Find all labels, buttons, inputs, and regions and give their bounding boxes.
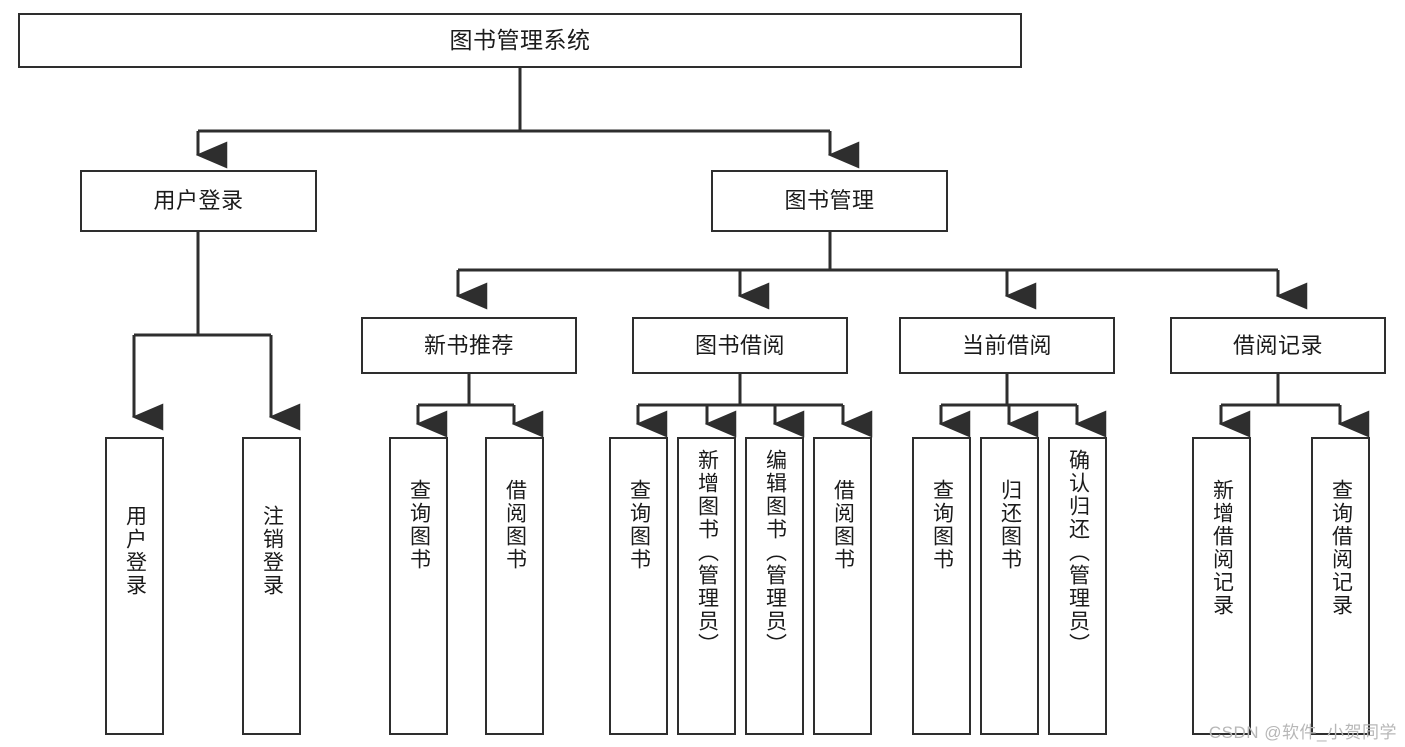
node-leaf-logout-label: 注销登录 bbox=[260, 505, 284, 597]
node-book-manage-label: 图书管理 bbox=[784, 188, 875, 214]
book-borrow-to-leaves-edges bbox=[635, 374, 873, 438]
node-leaf-query-book-1[interactable]: 查询图书 bbox=[389, 437, 448, 735]
node-leaf-borrow-book-2[interactable]: 借阅图书 bbox=[813, 437, 872, 735]
node-book-borrow-label: 图书借阅 bbox=[694, 332, 785, 358]
node-book-manage[interactable]: 图书管理 bbox=[711, 170, 948, 232]
node-leaf-confirm-return-label: 确认归还（管理员） bbox=[1066, 449, 1090, 656]
node-user-login[interactable]: 用户登录 bbox=[80, 170, 317, 232]
node-leaf-borrow-book-2-label: 借阅图书 bbox=[831, 479, 855, 571]
node-leaf-user-login-label: 用户登录 bbox=[123, 505, 147, 597]
node-user-login-label: 用户登录 bbox=[153, 188, 244, 214]
node-leaf-add-record-label: 新增借阅记录 bbox=[1210, 479, 1234, 617]
node-borrow-record-label: 借阅记录 bbox=[1232, 332, 1323, 358]
node-leaf-return-book[interactable]: 归还图书 bbox=[980, 437, 1039, 735]
node-leaf-query-record-label: 查询借阅记录 bbox=[1329, 479, 1353, 617]
node-leaf-borrow-book-1[interactable]: 借阅图书 bbox=[485, 437, 544, 735]
node-leaf-query-book-2[interactable]: 查询图书 bbox=[609, 437, 668, 735]
node-current-borrow-label: 当前借阅 bbox=[961, 332, 1052, 358]
node-leaf-query-record[interactable]: 查询借阅记录 bbox=[1311, 437, 1370, 735]
node-leaf-query-book-1-label: 查询图书 bbox=[407, 479, 431, 571]
root-to-level1-edges bbox=[195, 68, 860, 169]
node-leaf-confirm-return[interactable]: 确认归还（管理员） bbox=[1048, 437, 1107, 735]
node-new-book-recommend[interactable]: 新书推荐 bbox=[361, 317, 577, 374]
node-leaf-query-book-2-label: 查询图书 bbox=[627, 479, 651, 571]
node-leaf-edit-book[interactable]: 编辑图书（管理员） bbox=[745, 437, 804, 735]
node-borrow-record[interactable]: 借阅记录 bbox=[1170, 317, 1386, 374]
new-book-recommend-to-leaves-edges bbox=[415, 374, 544, 438]
user-login-to-leaves-edges bbox=[131, 232, 301, 431]
node-leaf-edit-book-label: 编辑图书（管理员） bbox=[763, 449, 787, 656]
node-leaf-add-book-label: 新增图书（管理员） bbox=[695, 449, 719, 656]
node-leaf-return-book-label: 归还图书 bbox=[998, 479, 1022, 571]
node-leaf-add-record[interactable]: 新增借阅记录 bbox=[1192, 437, 1251, 735]
node-leaf-query-book-3[interactable]: 查询图书 bbox=[912, 437, 971, 735]
current-borrow-to-leaves-edges bbox=[938, 374, 1107, 438]
node-leaf-user-login[interactable]: 用户登录 bbox=[105, 437, 164, 735]
node-leaf-query-book-3-label: 查询图书 bbox=[930, 479, 954, 571]
node-leaf-borrow-book-1-label: 借阅图书 bbox=[503, 479, 527, 571]
node-root[interactable]: 图书管理系统 bbox=[18, 13, 1022, 68]
node-current-borrow[interactable]: 当前借阅 bbox=[899, 317, 1115, 374]
node-root-label: 图书管理系统 bbox=[449, 26, 591, 53]
book-manage-to-level2-edges bbox=[455, 232, 1308, 310]
node-leaf-logout[interactable]: 注销登录 bbox=[242, 437, 301, 735]
borrow-record-to-leaves-edges bbox=[1218, 374, 1370, 438]
csdn-watermark: CSDN @软件_小贺同学 bbox=[1208, 723, 1397, 742]
node-book-borrow[interactable]: 图书借阅 bbox=[632, 317, 848, 374]
node-new-book-recommend-label: 新书推荐 bbox=[423, 332, 514, 358]
node-leaf-add-book[interactable]: 新增图书（管理员） bbox=[677, 437, 736, 735]
